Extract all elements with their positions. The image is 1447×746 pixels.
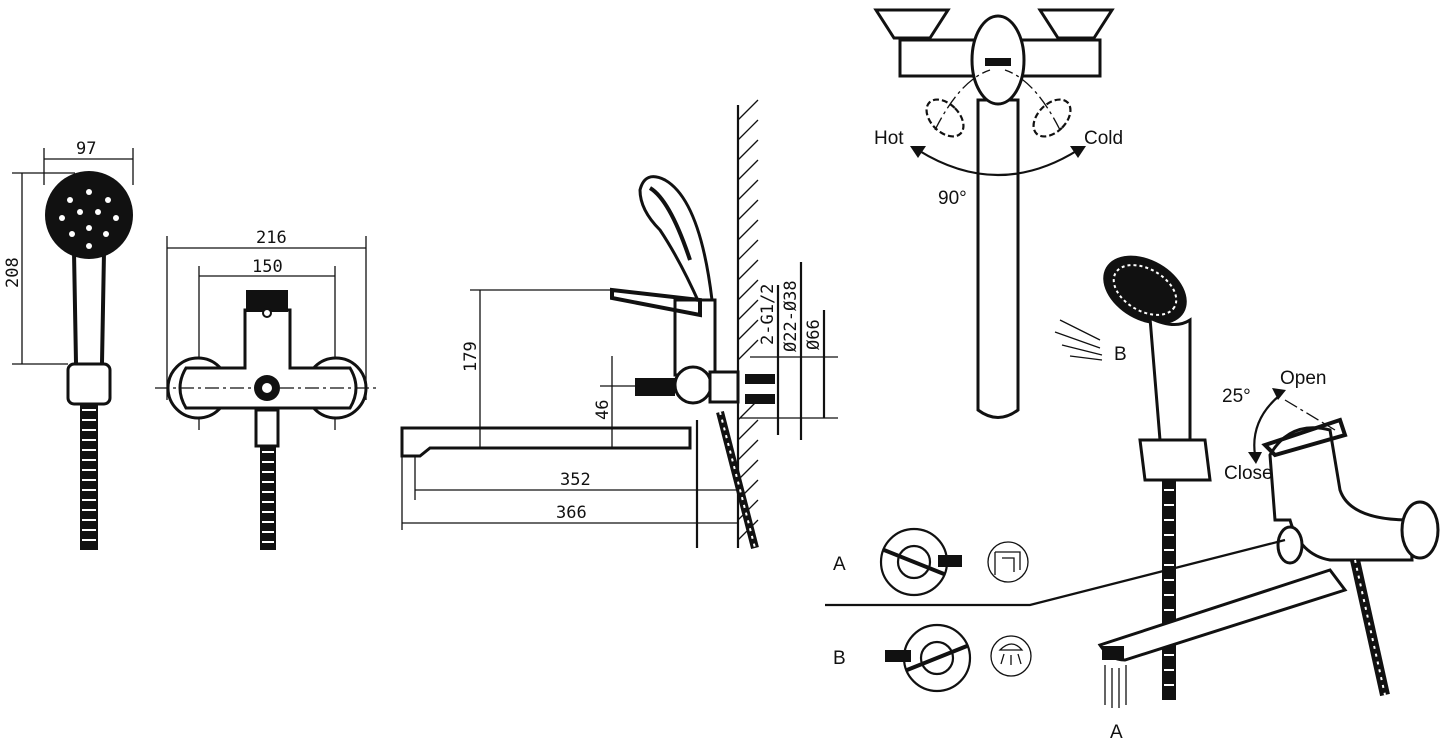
front-view: 216 150: [155, 228, 380, 550]
dim-150: 150: [252, 257, 283, 277]
lever-a: [938, 555, 962, 567]
angle-25-label: 25°: [1222, 386, 1251, 407]
shower-outlet-label: B: [1114, 344, 1127, 365]
diverter-legend: A B: [833, 527, 1032, 693]
shower-head-face: [45, 171, 133, 259]
bath-spout-icon: [987, 541, 1029, 583]
dim-pipe: Ø22-Ø38: [781, 280, 801, 352]
dim-208: 208: [3, 257, 23, 288]
dim-352: 352: [560, 470, 591, 490]
side-view: 179 46 352 366 2-G1/2 Ø22-Ø38 Ø66: [400, 99, 838, 549]
open-label: Open: [1280, 368, 1326, 389]
cold-label: Cold: [1084, 128, 1123, 149]
spout-outlet-label: A: [1110, 722, 1123, 743]
dim-thread: 2-G1/2: [758, 284, 778, 345]
dim-97: 97: [76, 139, 96, 159]
close-label: Close: [1224, 463, 1273, 484]
hand-shower-view: 97 208: [3, 139, 134, 550]
diverter-b-label: B: [833, 648, 846, 669]
dim-366: 366: [556, 503, 587, 523]
dim-216: 216: [256, 228, 287, 248]
shower-head-icon: [990, 635, 1032, 677]
top-view: Hot Cold 90°: [873, 8, 1123, 419]
diverter-position-b: B: [833, 623, 1032, 693]
dim-46: 46: [593, 400, 613, 420]
dim-179: 179: [461, 341, 481, 372]
hot-label: Hot: [874, 128, 904, 149]
angle-90-label: 90°: [938, 188, 967, 209]
lever-b: [885, 650, 911, 662]
diverter-position-a: A: [833, 527, 1029, 597]
dim-flange: Ø66: [804, 319, 824, 350]
diverter-a-label: A: [833, 554, 846, 575]
perspective-view: B A 25° Open Close: [825, 255, 1440, 743]
